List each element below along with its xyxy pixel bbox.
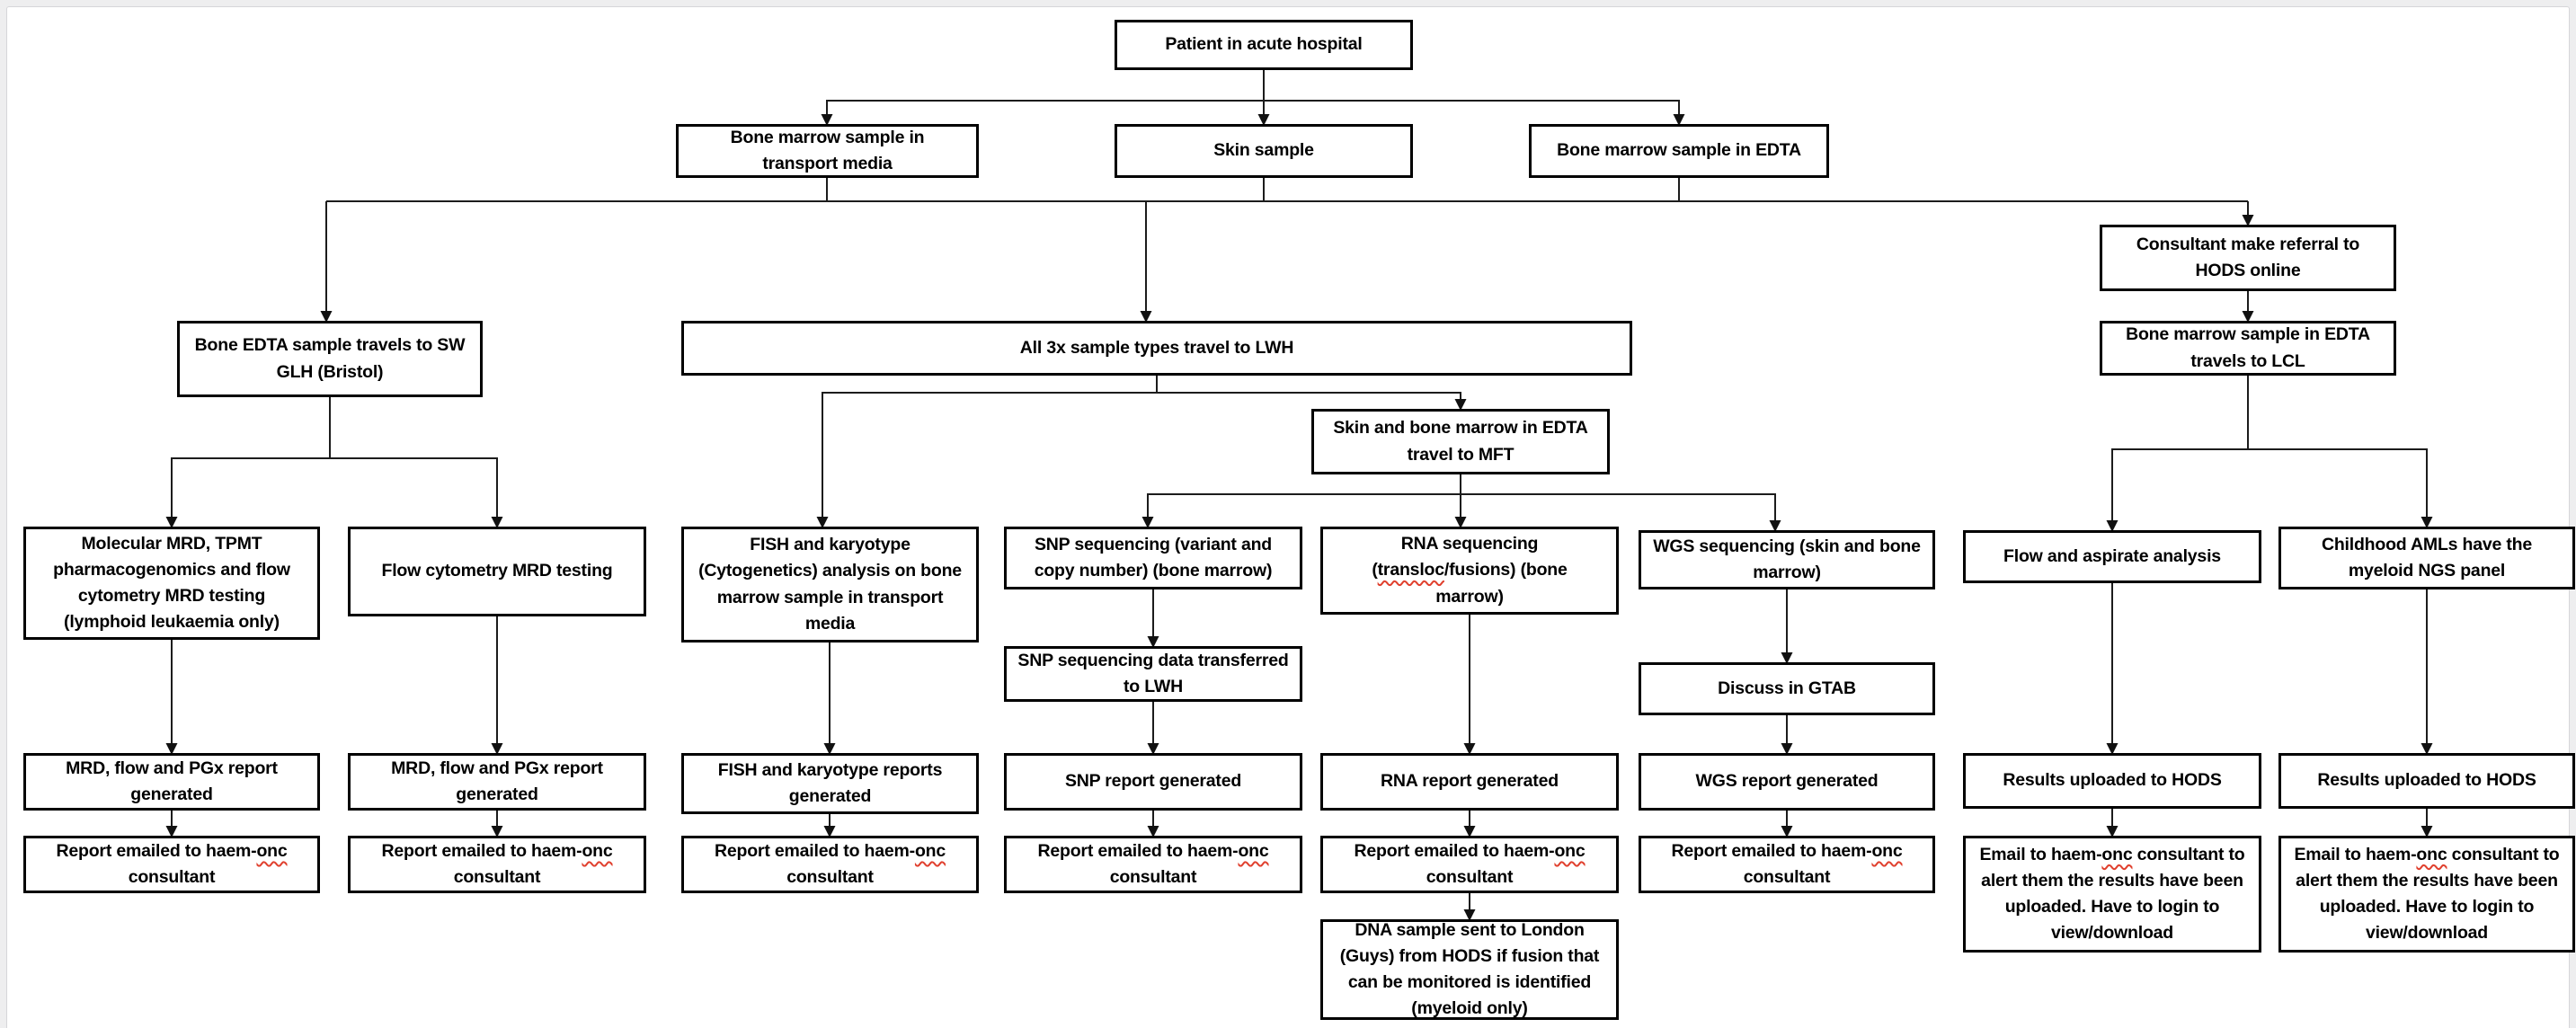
- node-all-samples-lwh: All 3x sample types travel to LWH: [681, 321, 1632, 376]
- spellcheck-underline: onc: [1871, 840, 1903, 861]
- node-wgs-report: WGS report generated: [1639, 753, 1935, 811]
- node-report-emailed-6: Report emailed to haem-onc consultant: [1639, 836, 1935, 893]
- node-flow-cytometry-mrd: Flow cytometry MRD testing: [348, 527, 646, 616]
- spellcheck-underline: transloc: [1377, 560, 1444, 580]
- spellcheck-underline: onc: [2416, 844, 2447, 864]
- spellcheck-underline: onc: [1554, 840, 1586, 861]
- node-email-alert-2-label: Email to haem-onc consultant to alert th…: [2294, 844, 2560, 944]
- node-report-emailed-4-label: Report emailed to haem-onc consultant: [1037, 840, 1269, 887]
- node-report-emailed-3-label: Report emailed to haem-onc consultant: [714, 840, 946, 887]
- node-email-alert-1: Email to haem-onc consultant to alert th…: [1963, 836, 2261, 953]
- node-mrd-pgx-report-2: MRD, flow and PGx report generated: [348, 753, 646, 811]
- node-report-emailed-6-label: Report emailed to haem-onc consultant: [1671, 840, 1903, 887]
- node-snp-data-transfer-label: SNP sequencing data transferred to LWH: [1017, 650, 1289, 696]
- node-rna-report: RNA report generated: [1320, 753, 1619, 811]
- edge-lwh-to-mft: [1157, 392, 1467, 411]
- node-report-emailed-2-label: Report emailed to haem-onc consultant: [381, 840, 613, 887]
- node-email-alert-1-label: Email to haem-onc consultant to alert th…: [1979, 844, 2245, 944]
- edge-lcl-to-flow-aspirate: [2106, 376, 2249, 532]
- node-snp-report-label: SNP report generated: [1064, 771, 1242, 792]
- node-wgs-sequencing-label: WGS sequencing (skin and bone marrow): [1653, 536, 1921, 582]
- node-dna-london-label: DNA sample sent to London (Guys) from HO…: [1339, 919, 1600, 1019]
- node-report-emailed-5: Report emailed to haem-onc consultant: [1320, 836, 1619, 893]
- node-wgs-report-label: WGS report generated: [1695, 771, 1879, 792]
- node-rna-report-label: RNA report generated: [1381, 771, 1559, 792]
- node-bone-edta-sw-glh-label: Bone EDTA sample travels to SW GLH (Bris…: [194, 335, 466, 382]
- node-rna-sequencing: RNA sequencing (transloc/fusions) (bone …: [1320, 527, 1619, 615]
- node-wgs-sequencing: WGS sequencing (skin and bone marrow): [1639, 530, 1935, 589]
- node-skin-sample-label: Skin sample: [1213, 140, 1314, 161]
- node-fish-karyotype-label: FISH and karyotype (Cytogenetics) analys…: [698, 535, 962, 634]
- node-report-emailed-5-label: Report emailed to haem-onc consultant: [1354, 840, 1586, 887]
- edge-sw-glh-to-flow-mrd: [330, 457, 503, 528]
- node-skin-bm-mft: Skin and bone marrow in EDTA travel to M…: [1311, 409, 1610, 474]
- node-fish-karyotype: FISH and karyotype (Cytogenetics) analys…: [681, 527, 979, 642]
- edge-patient-to-bm-edta: [1264, 100, 1685, 126]
- node-snp-sequencing-label: SNP sequencing (variant and copy number)…: [1034, 534, 1273, 580]
- node-mrd-pgx-report-1: MRD, flow and PGx report generated: [23, 753, 320, 811]
- node-results-hods-2: Results uploaded to HODS: [2278, 753, 2575, 809]
- node-bm-transport-media-label: Bone marrow sample in transport media: [730, 127, 925, 173]
- spellcheck-underline: onc: [256, 840, 288, 861]
- node-report-emailed-1: Report emailed to haem-onc consultant: [23, 836, 320, 893]
- node-consultant-referral-hods-label: Consultant make referral to HODS online: [2136, 234, 2360, 280]
- node-email-alert-2: Email to haem-onc consultant to alert th…: [2278, 836, 2575, 953]
- edge-patient-to-bm-transport: [821, 100, 1264, 126]
- node-bm-edta: Bone marrow sample in EDTA: [1529, 124, 1829, 178]
- node-bm-edta-lcl-label: Bone marrow sample in EDTA travels to LC…: [2126, 324, 2370, 371]
- spellcheck-underline: onc: [914, 840, 946, 861]
- node-fish-report-label: FISH and karyotype reports generated: [717, 759, 943, 806]
- edge-mft-to-snp-seq: [1141, 474, 1461, 528]
- node-results-hods-2-label: Results uploaded to HODS: [2317, 770, 2536, 791]
- node-bm-edta-label: Bone marrow sample in EDTA: [1557, 140, 1801, 161]
- node-discuss-gtab-label: Discuss in GTAB: [1718, 678, 1856, 698]
- edge-mft-to-wgs-seq: [1461, 493, 1781, 532]
- node-fish-report: FISH and karyotype reports generated: [681, 753, 979, 814]
- node-molecular-mrd-testing: Molecular MRD, TPMT pharmacogenomics and…: [23, 527, 320, 640]
- node-report-emailed-2: Report emailed to haem-onc consultant: [348, 836, 646, 893]
- node-mrd-pgx-report-1-label: MRD, flow and PGx report generated: [66, 758, 278, 804]
- node-discuss-gtab: Discuss in GTAB: [1639, 662, 1935, 715]
- node-skin-sample: Skin sample: [1115, 124, 1413, 178]
- node-all-samples-lwh-label: All 3x sample types travel to LWH: [1019, 337, 1294, 358]
- edge-lcl-to-childhood-aml: [2248, 448, 2433, 528]
- node-bm-edta-lcl: Bone marrow sample in EDTA travels to LC…: [2100, 321, 2396, 376]
- edge-sw-glh-to-molecular-mrd: [165, 397, 331, 528]
- node-snp-data-transfer: SNP sequencing data transferred to LWH: [1004, 646, 1302, 702]
- spellcheck-underline: onc: [2101, 844, 2133, 864]
- node-rna-sequencing-label: RNA sequencing (transloc/fusions) (bone …: [1372, 534, 1568, 607]
- node-flow-aspirate-analysis-label: Flow and aspirate analysis: [2003, 545, 2221, 566]
- node-report-emailed-1-label: Report emailed to haem-onc consultant: [56, 840, 288, 887]
- edge-lwh-to-fish: [816, 376, 1158, 528]
- node-dna-london: DNA sample sent to London (Guys) from HO…: [1320, 919, 1619, 1020]
- node-report-emailed-3: Report emailed to haem-onc consultant: [681, 836, 979, 893]
- node-report-emailed-4: Report emailed to haem-onc consultant: [1004, 836, 1302, 893]
- node-molecular-mrd-testing-label: Molecular MRD, TPMT pharmacogenomics and…: [53, 533, 290, 633]
- node-childhood-aml-ngs-label: Childhood AMLs have the myeloid NGS pane…: [2321, 534, 2533, 580]
- node-bone-edta-sw-glh: Bone EDTA sample travels to SW GLH (Bris…: [177, 321, 483, 397]
- node-snp-report: SNP report generated: [1004, 753, 1302, 811]
- node-consultant-referral-hods: Consultant make referral to HODS online: [2100, 225, 2396, 291]
- node-childhood-aml-ngs: Childhood AMLs have the myeloid NGS pane…: [2278, 527, 2575, 589]
- node-flow-cytometry-mrd-label: Flow cytometry MRD testing: [381, 561, 613, 581]
- node-flow-aspirate-analysis: Flow and aspirate analysis: [1963, 530, 2261, 583]
- node-patient-acute-hospital: Patient in acute hospital: [1115, 20, 1413, 70]
- node-bm-transport-media: Bone marrow sample in transport media: [676, 124, 979, 178]
- spellcheck-underline: onc: [1238, 840, 1269, 861]
- node-mrd-pgx-report-2-label: MRD, flow and PGx report generated: [391, 758, 603, 804]
- node-patient-acute-hospital-label: Patient in acute hospital: [1165, 34, 1363, 55]
- node-results-hods-1-label: Results uploaded to HODS: [2003, 770, 2222, 791]
- spellcheck-underline: onc: [582, 840, 613, 861]
- node-skin-bm-mft-label: Skin and bone marrow in EDTA travel to M…: [1333, 418, 1588, 465]
- node-results-hods-1: Results uploaded to HODS: [1963, 753, 2261, 809]
- node-snp-sequencing: SNP sequencing (variant and copy number)…: [1004, 527, 1302, 589]
